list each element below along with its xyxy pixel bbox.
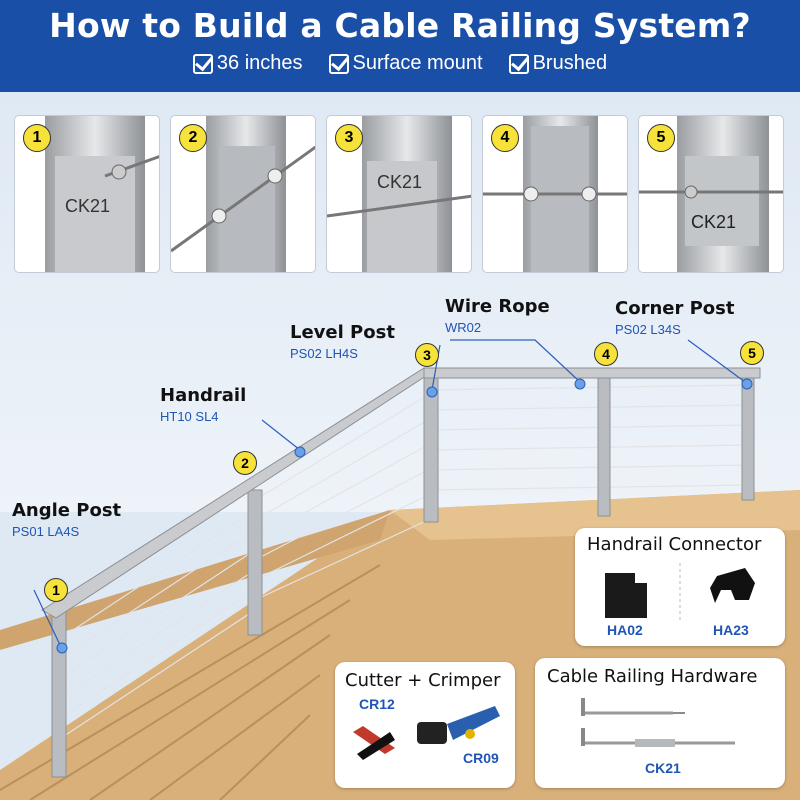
- feature-label: Surface mount: [352, 52, 483, 74]
- post-closeup-image: [483, 116, 627, 272]
- feature-label: Brushed: [532, 52, 608, 74]
- step-panel-2: 2: [170, 115, 316, 273]
- part-label: CK21: [691, 212, 736, 232]
- feature-item: Surface mount: [328, 52, 483, 75]
- callout-code: PS01 LA4S: [12, 524, 80, 539]
- post-closeup-image: CK21: [45, 116, 159, 272]
- callout-title: Level Post: [290, 322, 395, 343]
- part-code: CR12: [359, 696, 395, 712]
- callout-badge: 5: [740, 341, 764, 365]
- feature-list: 36 inches Surface mount Brushed: [0, 52, 800, 75]
- feature-item: 36 inches: [192, 52, 303, 75]
- callout-code: WR02: [445, 320, 482, 335]
- callout-badge: 3: [415, 343, 439, 367]
- step-panel-4: 4: [482, 115, 628, 273]
- hardware-images: [581, 698, 735, 747]
- part-label: CK21: [65, 196, 110, 216]
- card-title: Handrail Connector: [587, 534, 762, 555]
- cutter-crimper-card: Cutter + Crimper CR12 CR09: [335, 662, 515, 788]
- step-number: 4: [491, 124, 519, 152]
- step-panel-3: 3 CK21: [326, 115, 472, 273]
- hardware-card: Cable Railing Hardware CK21: [535, 658, 785, 788]
- checkbox-icon: [508, 53, 529, 74]
- callout-code: PS02 LH4S: [290, 346, 358, 361]
- post-closeup-image: CK21: [639, 116, 783, 272]
- checkbox-icon: [328, 53, 349, 74]
- step-panel-1: 1 CK21: [14, 115, 160, 273]
- post-closeup-image: CK21: [327, 116, 471, 272]
- step-number: 2: [179, 124, 207, 152]
- step-number: 5: [647, 124, 675, 152]
- part-code: CK21: [645, 760, 681, 776]
- callout-badge: 2: [233, 451, 257, 475]
- step-panel-5: 5 CK21: [638, 115, 784, 273]
- callout-code: PS02 L34S: [615, 322, 681, 337]
- post-closeup-image: [171, 116, 315, 272]
- part-code: HA23: [713, 622, 749, 638]
- part-code: HA02: [607, 622, 643, 638]
- callout-title: Angle Post: [12, 500, 122, 521]
- callout-title: Handrail: [160, 385, 247, 406]
- card-title: Cable Railing Hardware: [547, 666, 758, 687]
- step-number: 3: [335, 124, 363, 152]
- callout-badge: 1: [44, 578, 68, 602]
- part-code: CR09: [463, 750, 499, 766]
- callout-badge: 4: [594, 342, 618, 366]
- feature-item: Brushed: [508, 52, 608, 75]
- handrail-connector-card: Handrail Connector HA02 HA23: [575, 528, 785, 646]
- step-number: 1: [23, 124, 51, 152]
- callout-title: Wire Rope: [445, 296, 550, 317]
- connector-images: [605, 563, 755, 623]
- callout-title: Corner Post: [615, 298, 735, 319]
- feature-label: 36 inches: [216, 52, 303, 74]
- part-label: CK21: [377, 172, 422, 192]
- tool-images: [353, 706, 500, 760]
- callout-code: HT10 SL4: [160, 409, 219, 424]
- checkbox-icon: [192, 53, 213, 74]
- card-title: Cutter + Crimper: [345, 670, 501, 691]
- page-title: How to Build a Cable Railing System?: [49, 6, 751, 45]
- header-banner: How to Build a Cable Railing System? 36 …: [0, 0, 800, 92]
